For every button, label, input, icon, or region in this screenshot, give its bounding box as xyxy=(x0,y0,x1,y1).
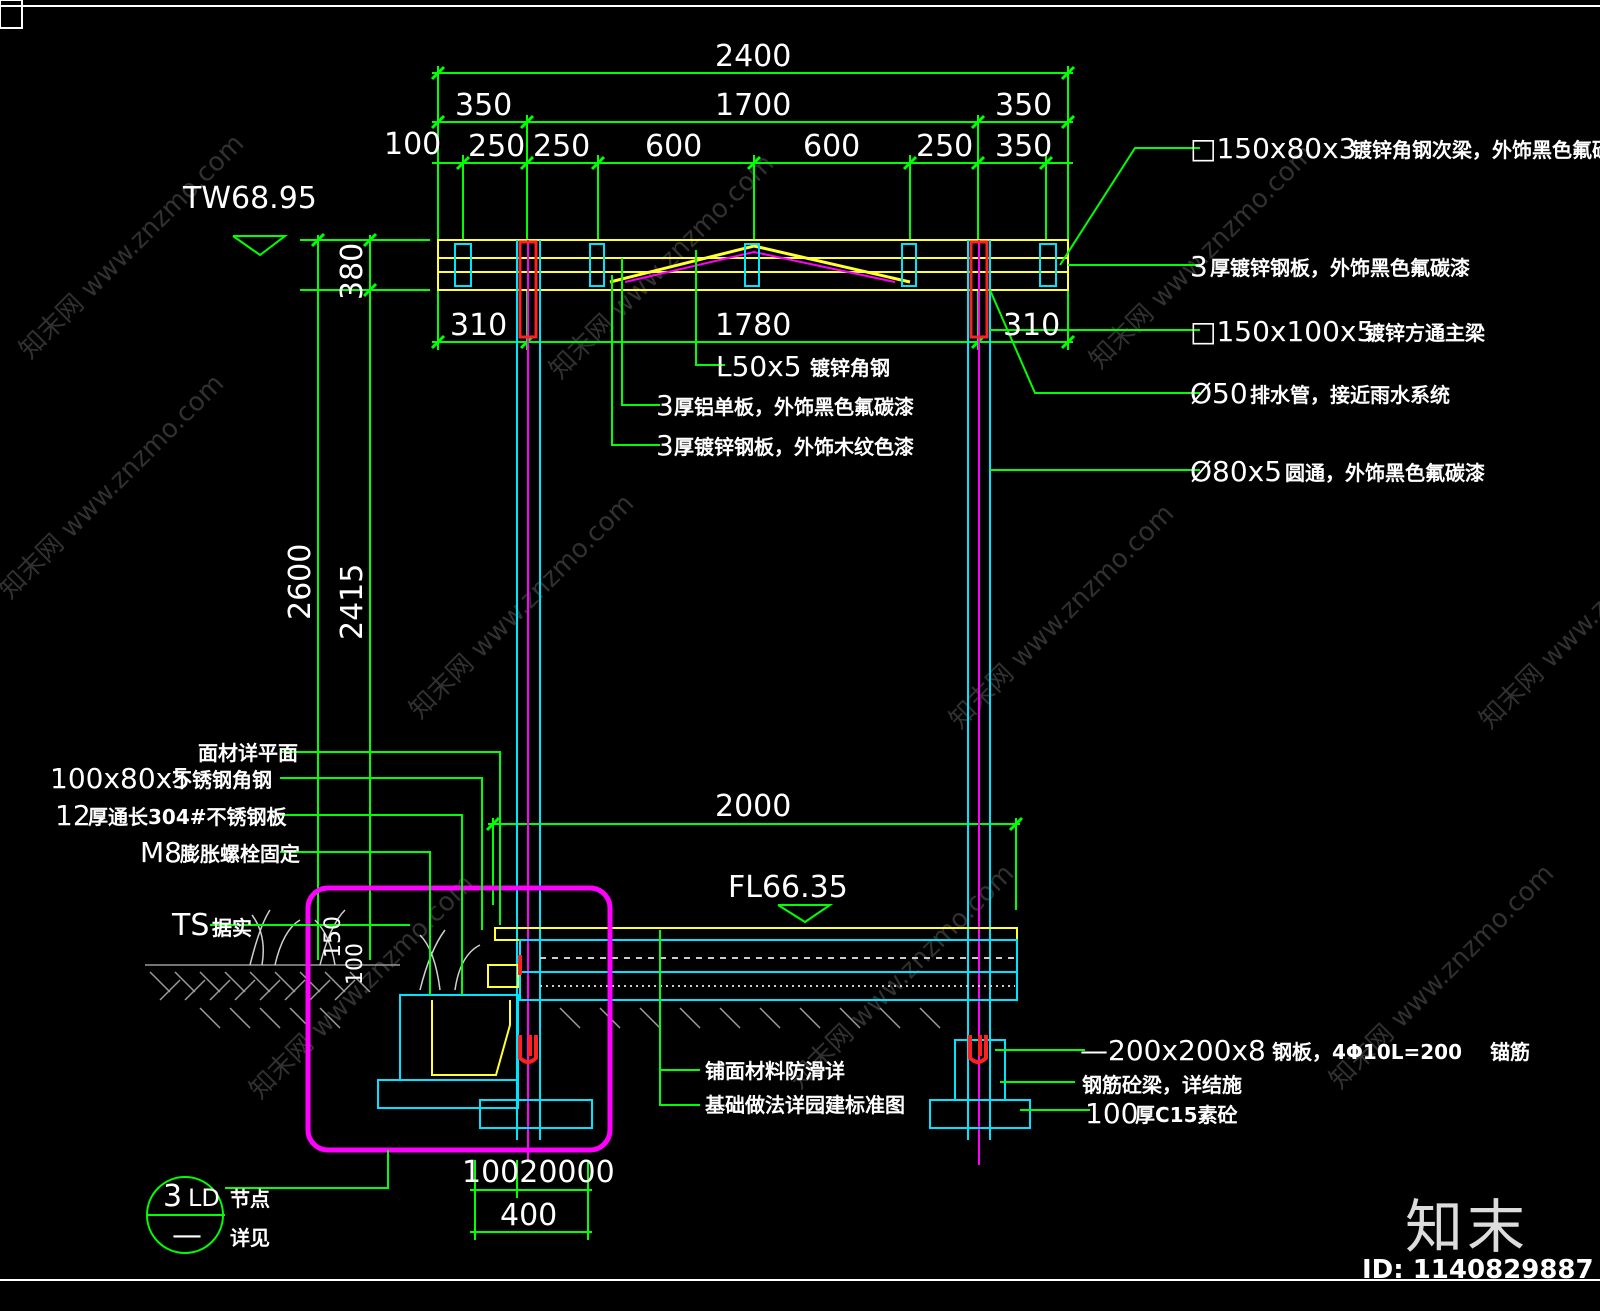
label-angle-steel-note: 镀锌角钢 xyxy=(810,356,890,380)
center-labels: L50x5 镀锌角钢 3 厚铝单板，外饰黑色氟碳漆 3 厚镀锌钢板，外饰木纹色漆 xyxy=(656,350,914,462)
dim-seg-6: 350 xyxy=(995,129,1052,164)
label-secondary-beam-note: 镀锌角钢次梁，外饰黑色氟碳漆 xyxy=(1352,138,1600,162)
label-base-plate-tail: 锚筋 xyxy=(1490,1040,1530,1064)
elevation-floor: FL66.35 xyxy=(728,870,848,905)
watermark: 知末网 www.znzmo.com xyxy=(244,869,480,1105)
elevation-top: TW68.95 xyxy=(182,181,317,216)
label-woodgrain-spec: 3 xyxy=(656,429,674,462)
label-paving-note: 铺面材料防滑详 xyxy=(705,1059,845,1083)
label-bolt-note: 膨胀螺栓固定 xyxy=(179,842,300,866)
watermark: 知末网 www.znzmo.com xyxy=(0,369,230,605)
label-base-plate-spec: —200x200x8 xyxy=(1080,1034,1266,1067)
dim-step-b: 100 xyxy=(343,943,368,985)
label-column-note: 圆通，外饰黑色氟碳漆 xyxy=(1285,461,1485,485)
label-main-beam-spec: □150x100x5 xyxy=(1190,315,1374,348)
callout-see-note: 详见 xyxy=(230,1226,270,1250)
dim-bottom-left: 310 xyxy=(450,308,507,343)
dim-seg-4: 600 xyxy=(803,129,860,164)
label-aluminum-note: 厚铝单板，外饰黑色氟碳漆 xyxy=(674,395,914,419)
dim-seg-1: 250 xyxy=(468,129,525,164)
dim-bottom-middle: 1780 xyxy=(715,308,791,343)
dim-seg-3: 600 xyxy=(645,129,702,164)
dim-overall: 2400 xyxy=(715,39,791,74)
label-secondary-beam-spec: □150x80x3 xyxy=(1190,132,1356,165)
dimension-lines xyxy=(232,66,1073,1240)
label-woodgrain-note: 厚镀锌钢板，外饰木纹色漆 xyxy=(674,435,914,459)
label-steel-plate-note: 厚镀锌钢板，外饰黑色氟碳漆 xyxy=(1210,256,1470,280)
drain-detail xyxy=(377,964,1031,1129)
label-aluminum-spec: 3 xyxy=(656,389,674,422)
canopy-beam xyxy=(437,239,1069,291)
label-rc-beam-note: 钢筋砼梁，详结施 xyxy=(1082,1073,1242,1097)
label-angle-steel-spec: L50x5 xyxy=(716,350,802,383)
right-labels: □150x80x3 镀锌角钢次梁，外饰黑色氟碳漆 3 厚镀锌钢板，外饰黑色氟碳漆… xyxy=(1190,132,1600,488)
label-surface-note: 面材详平面 xyxy=(198,741,298,765)
label-bolt-spec: M8 xyxy=(140,836,182,869)
dim-seg-2: 250 xyxy=(533,129,590,164)
label-ss-plate-note: 厚通长304#不锈钢板 xyxy=(88,805,288,829)
watermark: 知末网 www.znzmo.com xyxy=(14,129,250,365)
left-column xyxy=(516,240,541,1160)
elevations: TW68.95 FL66.35 TS 据实 xyxy=(171,181,848,943)
elevation-ground-note: 据实 xyxy=(212,916,252,940)
dim-drain-total: 400 xyxy=(500,1198,557,1233)
callout-sheet: — xyxy=(172,1218,202,1253)
label-ss-plate-spec: 12 xyxy=(55,799,91,832)
right-column xyxy=(967,240,991,1165)
watermark: 知末网 www.znzmo.com xyxy=(404,489,640,725)
label-foundation-note: 基础做法详园建标准图 xyxy=(705,1093,905,1117)
dim-edge: 100 xyxy=(384,127,441,162)
ground-hatch xyxy=(145,964,941,1029)
leader-lines xyxy=(210,147,1200,1189)
bottom-right-labels: —200x200x8 钢板，4Φ10L=200 锚筋 钢筋砼梁，详结施 100 … xyxy=(1080,1034,1530,1130)
drawing-frame xyxy=(0,0,1600,1281)
label-drainpipe-note: 排水管，接近雨水系统 xyxy=(1250,383,1450,407)
label-base-plate-note: 钢板，4Φ10L=200 xyxy=(1272,1040,1462,1064)
dim-seg-5: 250 xyxy=(916,129,973,164)
dim-top-middle: 1700 xyxy=(715,88,791,123)
label-main-beam-note: 镀锌方通主梁 xyxy=(1365,321,1486,345)
dim-beam-depth: 380 xyxy=(335,243,370,300)
label-concrete-note: 厚C15素砼 xyxy=(1135,1103,1239,1127)
dim-top-left: 350 xyxy=(455,88,512,123)
callout-suffix: 节点 xyxy=(230,1187,270,1211)
callout-number: 3 xyxy=(163,1179,182,1214)
detail-callout-box xyxy=(305,885,613,1153)
dim-step-a: 150 xyxy=(321,916,346,958)
dim-height-inner: 2415 xyxy=(335,564,370,640)
image-id: ID: 1140829887 xyxy=(1362,1255,1594,1285)
brand-logo: 知末 xyxy=(1405,1193,1530,1261)
label-steel-plate-spec: 3 xyxy=(1190,250,1208,283)
dimension-text: 2400 350 1700 350 100 250 250 600 600 25… xyxy=(283,39,1060,1233)
dim-height-total: 2600 xyxy=(283,544,318,620)
dim-floor-span: 2000 xyxy=(715,789,791,824)
rebar-anchors xyxy=(518,955,988,1064)
grass xyxy=(249,909,481,991)
dim-bottom-right: 310 xyxy=(1003,308,1060,343)
floor-slab xyxy=(494,927,1018,1001)
label-drainpipe-spec: Ø50 xyxy=(1190,377,1248,410)
label-column-spec: Ø80x5 xyxy=(1190,455,1282,488)
dim-top-right: 350 xyxy=(995,88,1052,123)
left-labels: 面材详平面 100x80x5 不锈钢角钢 12 厚通长304#不锈钢板 M8 膨… xyxy=(50,741,300,869)
callout-code: LD xyxy=(188,1184,220,1212)
detail-callout-symbol: 3 LD 节点 — 详见 xyxy=(146,1176,270,1254)
label-ss-angle-note: 不锈钢角钢 xyxy=(172,768,272,792)
center-bottom-labels: 铺面材料防滑详 基础做法详园建标准图 xyxy=(705,1059,905,1117)
label-concrete-spec: 100 xyxy=(1085,1097,1138,1130)
watermark: 知末网 www.znzmo.com xyxy=(1474,499,1600,735)
label-ss-angle-spec: 100x80x5 xyxy=(50,762,190,795)
elevation-ground: TS xyxy=(171,908,209,943)
dim-drain-widths: 10020000 xyxy=(462,1155,615,1190)
